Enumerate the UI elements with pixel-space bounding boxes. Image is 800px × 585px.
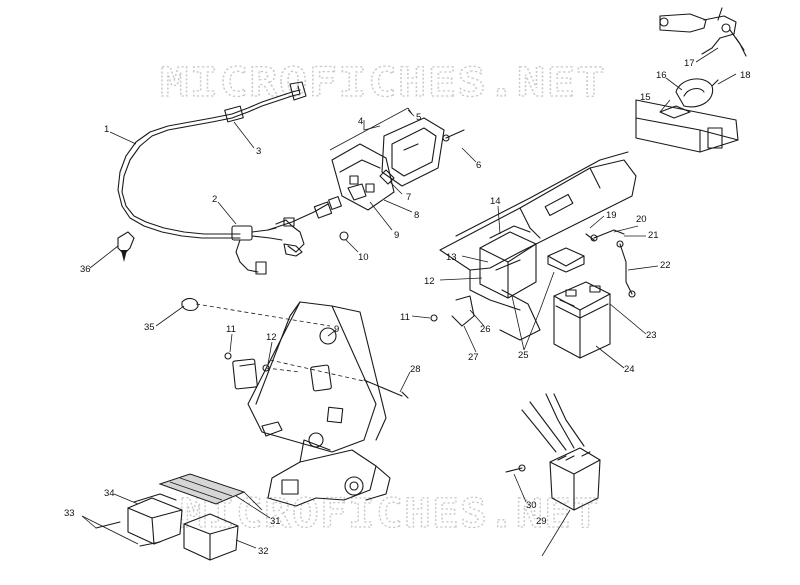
watermark-top: MICROFICHES.NET xyxy=(160,60,606,106)
callout-26: 26 xyxy=(480,324,491,335)
callout-18: 18 xyxy=(740,70,751,81)
callout-11: 11 xyxy=(400,312,410,323)
callout-10: 10 xyxy=(358,252,369,263)
callout-7: 7 xyxy=(406,192,411,203)
center-mounting-panel xyxy=(224,301,409,453)
callout-28: 28 xyxy=(410,364,421,375)
callout-12: 12 xyxy=(424,276,435,287)
callout-6: 6 xyxy=(476,160,481,171)
upper-frame xyxy=(430,151,637,341)
leader-lines xyxy=(81,47,737,557)
cdi-boxes xyxy=(95,493,239,561)
callout-2: 2 xyxy=(212,194,217,205)
callout-30: 30 xyxy=(526,500,537,511)
callout-34: 34 xyxy=(104,488,115,499)
battery xyxy=(547,229,636,359)
callout-17: 17 xyxy=(684,58,695,69)
callout-33: 33 xyxy=(64,508,75,519)
handlebar-horn-assembly xyxy=(635,7,747,153)
callout-5: 5 xyxy=(416,112,421,123)
callout-27: 27 xyxy=(468,352,479,363)
callout-labels: 1 2 3 4 5 6 7 8 9 10 11 12 13 14 15 16 1… xyxy=(64,58,751,557)
callout-1: 1 xyxy=(104,124,109,135)
callout-13: 13 xyxy=(446,252,457,263)
watermark-bottom: MICROFICHES.NET xyxy=(180,491,600,537)
callout-19: 19 xyxy=(606,210,617,221)
callout-12-panel: 12 xyxy=(266,332,277,343)
callout-8: 8 xyxy=(414,210,419,221)
lower-frame xyxy=(158,439,391,511)
callout-4: 4 xyxy=(358,116,363,127)
callout-9: 9 xyxy=(394,230,399,241)
wiring-harness xyxy=(117,81,342,275)
callout-31: 31 xyxy=(270,516,281,527)
callout-29: 29 xyxy=(536,516,547,527)
callout-20: 20 xyxy=(636,214,647,225)
callout-32: 32 xyxy=(258,546,269,557)
callout-36: 36 xyxy=(80,264,91,275)
callout-23: 23 xyxy=(646,330,657,341)
callout-25: 25 xyxy=(518,350,529,361)
callout-21: 21 xyxy=(648,230,659,241)
watermark-group: MICROFICHES.NET MICROFICHES.NET xyxy=(159,59,606,537)
voltage-regulator xyxy=(505,393,601,511)
clips xyxy=(117,231,331,327)
callout-9-panel: 9 xyxy=(334,324,339,335)
callout-11-panel: 11 xyxy=(226,324,236,335)
callout-15: 15 xyxy=(640,92,651,103)
callout-24: 24 xyxy=(624,364,635,375)
callout-14: 14 xyxy=(490,196,501,207)
callout-3: 3 xyxy=(256,146,261,157)
callout-16: 16 xyxy=(656,70,667,81)
tail-light-assembly xyxy=(329,107,465,241)
callout-35: 35 xyxy=(144,322,155,333)
callout-22: 22 xyxy=(660,260,671,271)
